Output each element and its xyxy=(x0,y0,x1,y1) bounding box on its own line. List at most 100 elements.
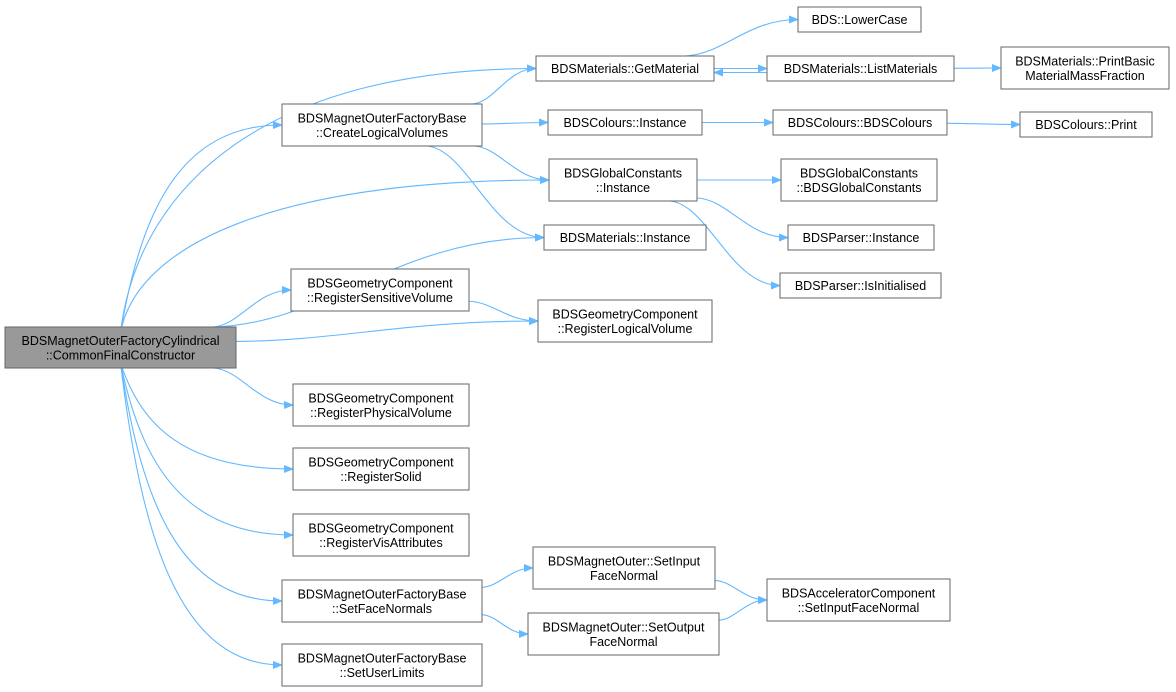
node-box[interactable] xyxy=(1019,111,1153,138)
node-label: BDSGeometryComponent xyxy=(308,521,454,535)
edge-root-to-getmaterial xyxy=(120,64,537,328)
edge-root-to-reg_logical xyxy=(235,317,539,342)
node-label: ::SetFaceNormals xyxy=(332,602,432,616)
node-label: BDSMaterials::ListMaterials xyxy=(784,62,938,76)
edge-globalconst_instance-to-parser_instance xyxy=(696,197,789,242)
node-reg_sensitive[interactable]: BDSGeometryComponent::RegisterSensitiveV… xyxy=(290,268,470,312)
node-root[interactable]: BDSMagnetOuterFactoryCylindrical::Common… xyxy=(4,326,237,369)
node-label: ::SetUserLimits xyxy=(340,666,425,680)
node-box[interactable] xyxy=(4,326,237,369)
node-box[interactable] xyxy=(787,224,935,251)
edge-root-to-reg_vis xyxy=(121,367,294,539)
edge-root-to-reg_physical xyxy=(213,367,294,409)
node-label: BDSGlobalConstants xyxy=(564,166,682,180)
node-reg_solid[interactable]: BDSGeometryComponent::RegisterSolid xyxy=(292,447,470,491)
node-label: BDSColours::BDSColours xyxy=(788,116,933,130)
node-box[interactable] xyxy=(292,447,470,491)
node-label: ::Instance xyxy=(596,181,650,195)
node-label: BDSMagnetOuterFactoryBase xyxy=(298,651,467,665)
node-box[interactable] xyxy=(779,272,942,299)
node-box[interactable] xyxy=(780,158,938,202)
node-colours_ctor[interactable]: BDSColours::BDSColours xyxy=(772,109,948,136)
edge-root-to-setfacenormals xyxy=(120,367,283,605)
node-label: ::RegisterSensitiveVolume xyxy=(307,291,453,305)
node-box[interactable] xyxy=(292,383,470,427)
node-box[interactable] xyxy=(766,55,955,82)
node-label: BDSMaterials::Instance xyxy=(560,231,691,245)
node-createlogical[interactable]: BDSMagnetOuterFactoryBase::CreateLogical… xyxy=(281,103,483,147)
node-printbasic[interactable]: BDSMaterials::PrintBasicMaterialMassFrac… xyxy=(1000,46,1170,90)
node-reg_vis[interactable]: BDSGeometryComponent::RegisterVisAttribu… xyxy=(292,513,470,557)
node-box[interactable] xyxy=(281,103,483,147)
node-label: ::RegisterPhysicalVolume xyxy=(310,406,452,420)
node-box[interactable] xyxy=(290,268,470,312)
node-label: FaceNormal xyxy=(590,569,658,583)
node-acc_setinput[interactable]: BDSAcceleratorComponent::SetInputFaceNor… xyxy=(766,578,951,622)
node-box[interactable] xyxy=(797,6,922,33)
node-label: ::BDSGlobalConstants xyxy=(796,181,921,195)
node-label: BDSMagnetOuter::SetOutput xyxy=(543,620,705,634)
node-label: BDSMagnetOuter::SetInput xyxy=(548,554,701,568)
node-box[interactable] xyxy=(281,643,483,687)
node-label: BDSMagnetOuterFactoryBase xyxy=(298,111,467,125)
node-materials_instance[interactable]: BDSMaterials::Instance xyxy=(543,224,707,251)
edge-setoutputface-to-acc_setinput xyxy=(718,596,768,621)
node-box[interactable] xyxy=(527,612,720,656)
node-label: BDSGeometryComponent xyxy=(307,276,453,290)
node-parser_instance[interactable]: BDSParser::Instance xyxy=(787,224,935,251)
node-label: ::RegisterSolid xyxy=(340,470,421,484)
node-label: BDSGeometryComponent xyxy=(552,307,698,321)
edge-root-to-globalconst_instance xyxy=(121,176,550,328)
node-label: FaceNormal xyxy=(589,635,657,649)
node-getmaterial[interactable]: BDSMaterials::GetMaterial xyxy=(535,55,715,82)
edge-setinputface-to-acc_setinput xyxy=(714,579,768,604)
node-box[interactable] xyxy=(292,513,470,557)
node-label: ::CommonFinalConstructor xyxy=(46,348,195,362)
node-label: BDSMaterials::GetMaterial xyxy=(551,62,699,76)
node-reg_physical[interactable]: BDSGeometryComponent::RegisterPhysicalVo… xyxy=(292,383,470,427)
node-box[interactable] xyxy=(281,579,483,623)
node-lowercase[interactable]: BDS::LowerCase xyxy=(797,6,922,33)
node-box[interactable] xyxy=(547,109,703,136)
edge-colours_ctor-to-colours_print xyxy=(946,120,1021,129)
node-label: BDS::LowerCase xyxy=(812,13,908,27)
node-label: MaterialMassFraction xyxy=(1025,69,1145,83)
edge-reg_sensitive-to-reg_logical xyxy=(468,300,539,325)
node-label: BDSParser::Instance xyxy=(803,231,920,245)
edge-createlogical-to-materials_instance xyxy=(427,145,545,242)
node-box[interactable] xyxy=(766,578,951,622)
node-listmaterials[interactable]: BDSMaterials::ListMaterials xyxy=(766,55,955,82)
node-label: BDSGlobalConstants xyxy=(800,166,918,180)
node-box[interactable] xyxy=(772,109,948,136)
edge-root-to-setuserlimits xyxy=(120,367,283,669)
node-label: BDSAcceleratorComponent xyxy=(782,586,936,600)
node-globalconst_instance[interactable]: BDSGlobalConstants::Instance xyxy=(548,158,698,202)
node-setfacenormals[interactable]: BDSMagnetOuterFactoryBase::SetFaceNormal… xyxy=(281,579,483,623)
node-box[interactable] xyxy=(532,546,716,590)
node-label: BDSMagnetOuterFactoryBase xyxy=(298,587,467,601)
edge-createlogical-to-getmaterial xyxy=(472,64,537,105)
node-setinputface[interactable]: BDSMagnetOuter::SetInputFaceNormal xyxy=(532,546,716,590)
node-box[interactable] xyxy=(548,158,698,202)
node-label: BDSMagnetOuterFactoryCylindrical xyxy=(22,334,220,348)
node-colours_instance[interactable]: BDSColours::Instance xyxy=(547,109,703,136)
node-box[interactable] xyxy=(535,55,715,82)
node-setuserlimits[interactable]: BDSMagnetOuterFactoryBase::SetUserLimits xyxy=(281,643,483,687)
node-label: ::CreateLogicalVolumes xyxy=(316,126,448,140)
edge-setfacenormals-to-setoutputface xyxy=(481,614,529,638)
node-label: BDSColours::Print xyxy=(1035,118,1137,132)
node-box[interactable] xyxy=(537,299,713,343)
node-box[interactable] xyxy=(543,224,707,251)
node-box[interactable] xyxy=(1000,46,1170,90)
nodes-layer: BDSMagnetOuterFactoryCylindrical::Common… xyxy=(4,6,1170,687)
node-colours_print[interactable]: BDSColours::Print xyxy=(1019,111,1153,138)
edge-root-to-reg_solid xyxy=(121,367,294,473)
node-globalconst_ctor[interactable]: BDSGlobalConstants::BDSGlobalConstants xyxy=(780,158,938,202)
edge-createlogical-to-colours_instance xyxy=(481,118,549,127)
node-label: ::RegisterVisAttributes xyxy=(319,536,442,550)
node-parser_isinit[interactable]: BDSParser::IsInitialised xyxy=(779,272,942,299)
node-reg_logical[interactable]: BDSGeometryComponent::RegisterLogicalVol… xyxy=(537,299,713,343)
node-label: BDSParser::IsInitialised xyxy=(795,279,926,293)
